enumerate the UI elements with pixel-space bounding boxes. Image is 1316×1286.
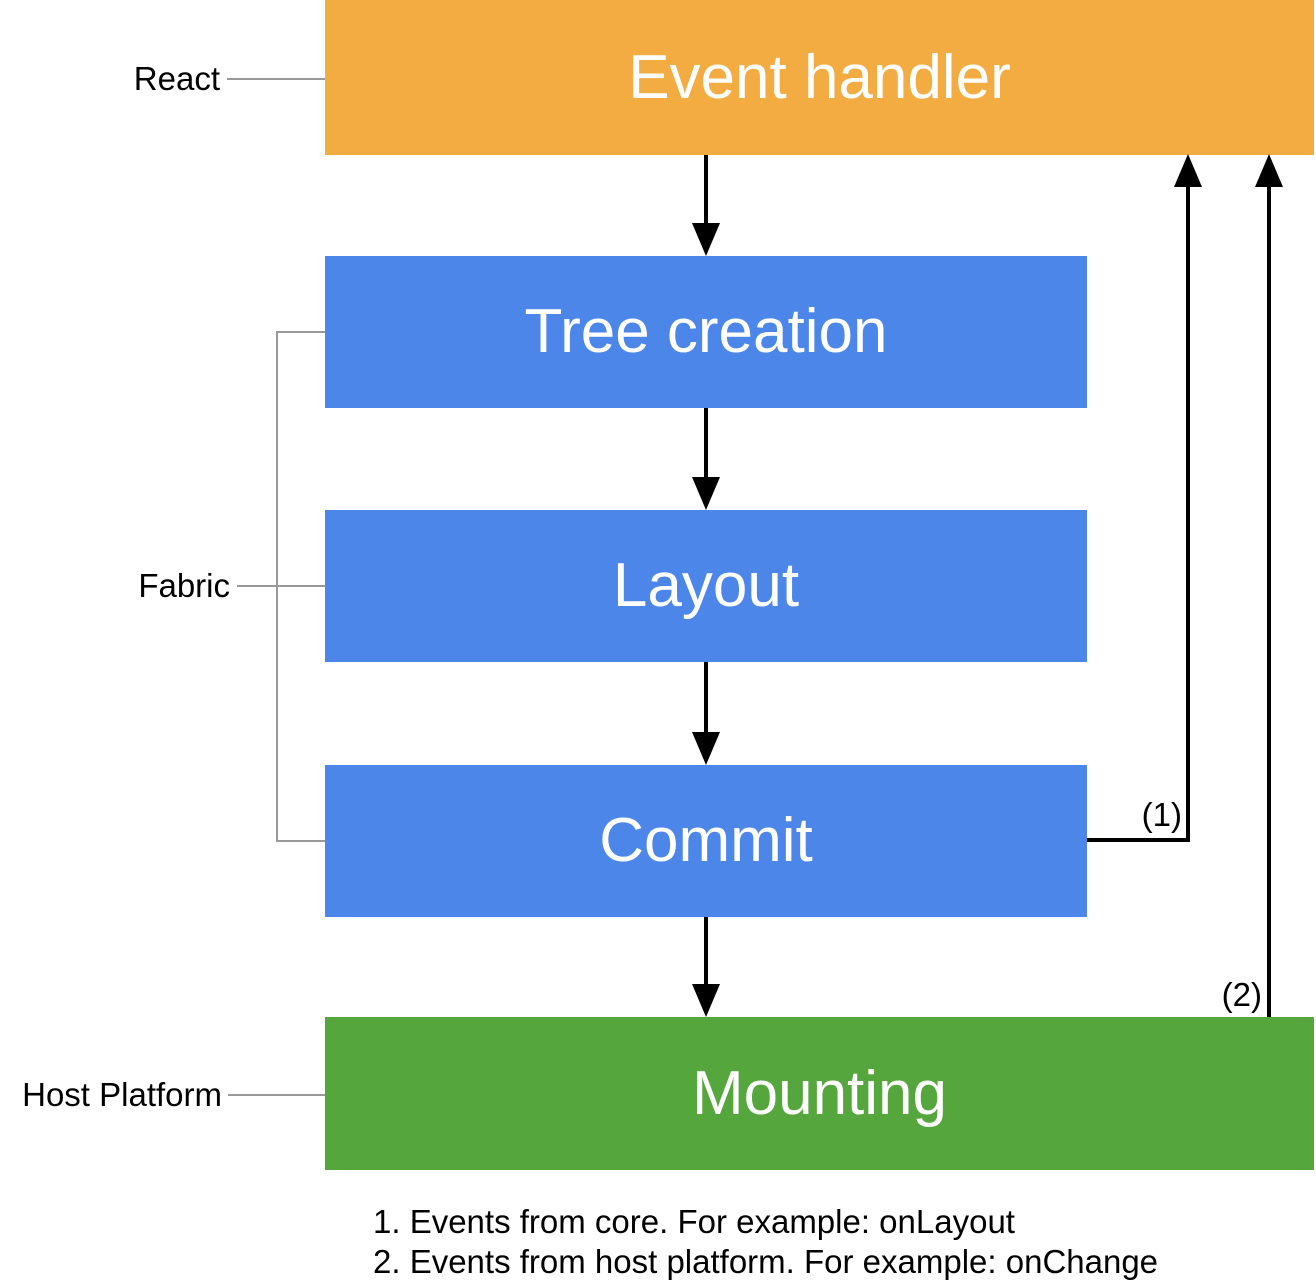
host-platform-connector-line xyxy=(228,1094,325,1096)
event-handler-box-label: Event handler xyxy=(628,42,1011,112)
layout-box: Layout xyxy=(325,510,1087,662)
fabric-group-label: Fabric xyxy=(138,567,230,604)
mounting-box-label: Mounting xyxy=(691,1058,948,1128)
arrowhead-down-icon xyxy=(692,477,720,510)
footnote-1: 1. Events from core. For example: onLayo… xyxy=(373,1203,1015,1240)
react-group-label: React xyxy=(133,60,220,97)
tree-creation-box: Tree creation xyxy=(325,256,1087,408)
react-connector-line xyxy=(227,78,325,80)
arrow-layout-to-commit xyxy=(704,662,708,734)
arrow-commit-to-eventhandler-horizontal xyxy=(1087,838,1190,842)
arrowhead-down-icon xyxy=(692,732,720,765)
arrow-mounting-to-eventhandler-vertical xyxy=(1267,186,1271,1017)
commit-box-label: Commit xyxy=(599,806,813,875)
arrowhead-down-icon xyxy=(692,984,720,1017)
arrowhead-down-icon xyxy=(692,223,720,256)
fabric-bracket-top-line xyxy=(276,331,325,333)
arrow-eventhandler-to-treecreation xyxy=(704,155,708,225)
arrowhead-up-icon xyxy=(1255,154,1283,187)
fabric-bracket-vertical-line xyxy=(276,331,278,842)
layout-box-label: Layout xyxy=(612,551,800,620)
footnote-2: 2. Events from host platform. For exampl… xyxy=(373,1243,1159,1280)
arrow-commit-to-eventhandler-vertical xyxy=(1186,186,1190,842)
arrowhead-up-icon xyxy=(1174,154,1202,187)
event-handler-box: Event handler xyxy=(325,0,1314,155)
callback1-annotation: (1) xyxy=(1141,796,1182,833)
mounting-box: Mounting xyxy=(325,1017,1314,1170)
host-platform-group-label: Host Platform xyxy=(22,1076,222,1113)
footnotes: 1. Events from core. For example: onLayo… xyxy=(373,1202,1158,1282)
commit-box: Commit xyxy=(325,765,1087,917)
callback2-annotation: (2) xyxy=(1221,976,1262,1013)
fabric-bracket-bottom-line xyxy=(276,840,325,842)
arrow-commit-to-mounting xyxy=(704,917,708,986)
arrow-treecreation-to-layout xyxy=(704,408,708,479)
tree-creation-box-label: Tree creation xyxy=(524,297,888,366)
fabric-connector-line xyxy=(237,585,325,587)
